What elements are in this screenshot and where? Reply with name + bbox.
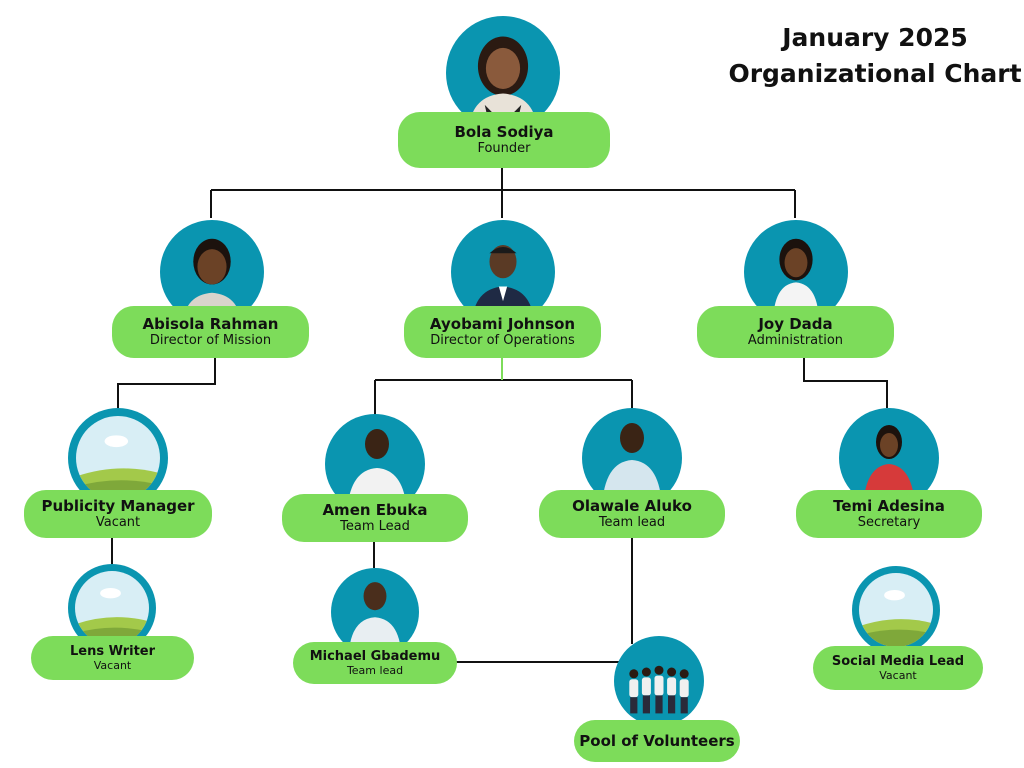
chart-title: January 2025 Organizational Chart — [720, 20, 1024, 92]
node-role: Vacant — [879, 669, 917, 682]
node-volunteers: Pool of Volunteers — [574, 720, 740, 762]
node-olawale: Olawale Aluko Team lead — [539, 490, 725, 538]
node-name: Amen Ebuka — [322, 501, 428, 519]
node-social: Social Media Lead Vacant — [813, 646, 983, 690]
node-joy: Joy Dada Administration — [697, 306, 894, 358]
node-lens: Lens Writer Vacant — [31, 636, 194, 680]
title-line-1: January 2025 — [782, 23, 968, 52]
node-name: Abisola Rahman — [142, 315, 279, 333]
node-role: Team lead — [598, 515, 666, 530]
node-amen: Amen Ebuka Team Lead — [282, 494, 468, 542]
node-role: Team Lead — [340, 519, 410, 534]
placeholder-landscape-icon — [76, 416, 160, 500]
node-publicity: Publicity Manager Vacant — [24, 490, 212, 538]
title-line-2: Organizational Chart — [728, 59, 1022, 88]
node-name: Social Media Lead — [831, 654, 965, 669]
node-role: Founder — [477, 141, 531, 156]
node-role: Team lead — [346, 664, 404, 677]
node-bola: Bola Sodiya Founder — [398, 112, 610, 168]
node-role: Director of Operations — [430, 333, 575, 348]
node-role: Vacant — [93, 659, 132, 672]
node-name: Publicity Manager — [41, 497, 195, 515]
connector-abisola-publicity — [117, 358, 216, 408]
node-michael: Michael Gbademu Team lead — [293, 642, 457, 684]
group-photo-icon — [629, 665, 689, 714]
node-name: Olawale Aluko — [572, 497, 692, 515]
node-name: Joy Dada — [758, 315, 833, 333]
node-name: Lens Writer — [69, 644, 156, 659]
node-role: Administration — [747, 333, 844, 348]
node-name: Bola Sodiya — [454, 123, 554, 141]
node-role: Vacant — [95, 515, 141, 530]
placeholder-landscape-icon — [859, 573, 933, 647]
node-role: Secretary — [857, 515, 921, 530]
node-name: Temi Adesina — [833, 497, 945, 515]
node-ayobami: Ayobami Johnson Director of Operations — [404, 306, 601, 358]
node-name: Pool of Volunteers — [579, 732, 735, 750]
node-name: Ayobami Johnson — [429, 315, 576, 333]
node-role: Director of Mission — [149, 333, 272, 348]
avatar-social — [852, 566, 940, 654]
node-temi: Temi Adesina Secretary — [796, 490, 982, 538]
placeholder-landscape-icon — [75, 571, 149, 645]
node-name: Michael Gbademu — [309, 649, 441, 664]
connector-joy-temi — [803, 358, 888, 408]
node-abisola: Abisola Rahman Director of Mission — [112, 306, 309, 358]
avatar-volunteers — [614, 636, 704, 726]
